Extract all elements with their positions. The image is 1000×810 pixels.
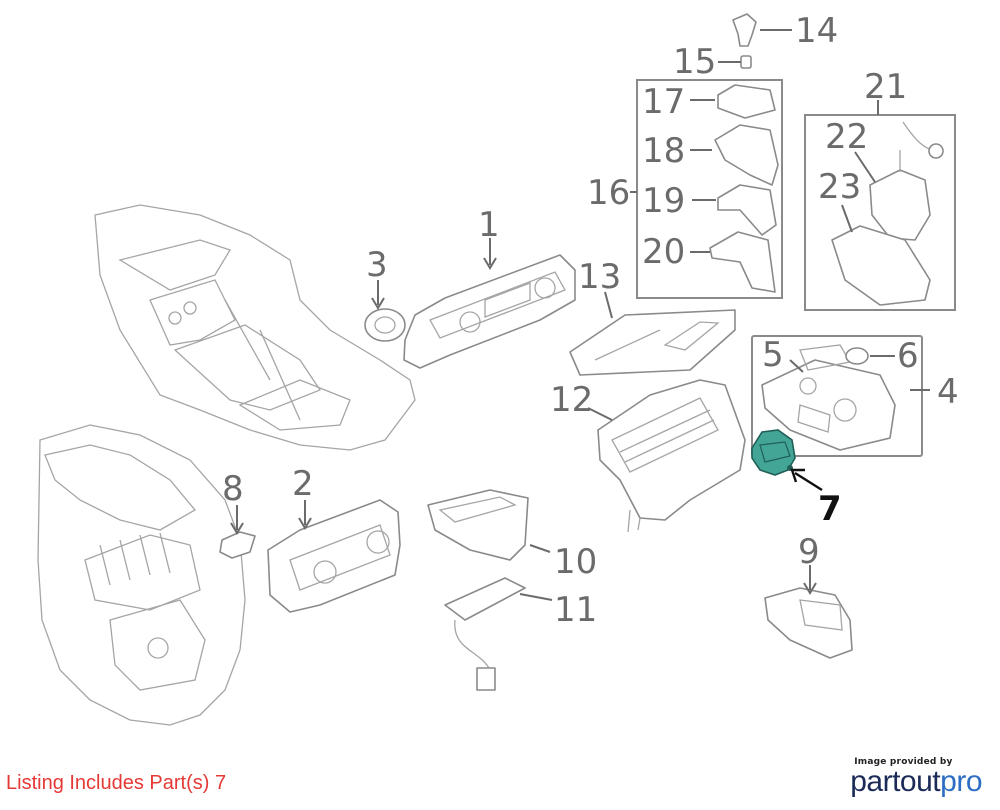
callout-9: 9 [798, 532, 820, 572]
callout-11: 11 [554, 590, 597, 630]
part-7-highlighted-switch [751, 429, 796, 476]
callout-19: 19 [642, 181, 685, 221]
center-console-outline [94, 204, 416, 451]
part-23-shifter-base [831, 225, 931, 306]
callout-14: 14 [795, 11, 838, 51]
part-11-cable-panel [444, 577, 526, 691]
callout-12: 12 [550, 380, 593, 420]
part-20-bezel [709, 231, 776, 293]
part-1-climate-panel [403, 254, 576, 369]
image-credit: Image provided by partoutpro [850, 757, 982, 797]
callout-16: 16 [587, 173, 630, 213]
callout-5: 5 [762, 335, 784, 375]
group-21-box [804, 114, 956, 311]
callout-2: 2 [292, 464, 314, 504]
part-22-shifter-mechanism [869, 150, 931, 241]
part-17-gate-plate [717, 84, 776, 119]
part-18-trim [714, 124, 779, 186]
callout-8: 8 [222, 469, 244, 509]
brand-part2: pro [940, 765, 982, 798]
callout-3: 3 [366, 245, 388, 285]
part-21-cable [902, 121, 944, 159]
part-15-collar [740, 55, 752, 69]
callout-21: 21 [864, 67, 907, 107]
group-16-box [636, 79, 783, 299]
part-2-rear-panel [267, 499, 401, 613]
brand-part1: partout [850, 765, 941, 798]
callout-labels: 1 2 3 4 5 6 7 8 9 10 11 12 13 14 15 16 1… [222, 11, 959, 630]
callout-23: 23 [818, 167, 861, 207]
callout-13: 13 [578, 257, 621, 297]
callout-7: 7 [818, 489, 842, 529]
callout-4: 4 [937, 372, 959, 412]
callout-1: 1 [478, 205, 500, 245]
listing-note: Listing Includes Part(s) 7 [6, 772, 227, 794]
callout-6: 6 [897, 336, 919, 376]
part-8-bracket [219, 531, 256, 559]
partoutpro-logo: partoutpro [850, 767, 982, 797]
part-9-housing [764, 587, 853, 659]
callout-17: 17 [642, 82, 685, 122]
part-13-vent-trim [569, 309, 736, 376]
callout-15: 15 [673, 42, 716, 82]
leader-lines [230, 29, 930, 601]
part-19-cover [717, 184, 777, 236]
callout-20: 20 [642, 232, 685, 272]
part-14-shift-knob [732, 13, 757, 47]
part-4-switch-module [751, 335, 923, 457]
part-3-knob [364, 308, 406, 342]
callout-22: 22 [825, 117, 868, 157]
rear-console-outline [37, 424, 246, 726]
callout-18: 18 [642, 131, 685, 171]
callout-10: 10 [554, 542, 597, 582]
credit-prefix: Image provided by [854, 757, 953, 767]
part-12-vent-housing [597, 379, 746, 533]
part-10-tray [427, 489, 529, 561]
